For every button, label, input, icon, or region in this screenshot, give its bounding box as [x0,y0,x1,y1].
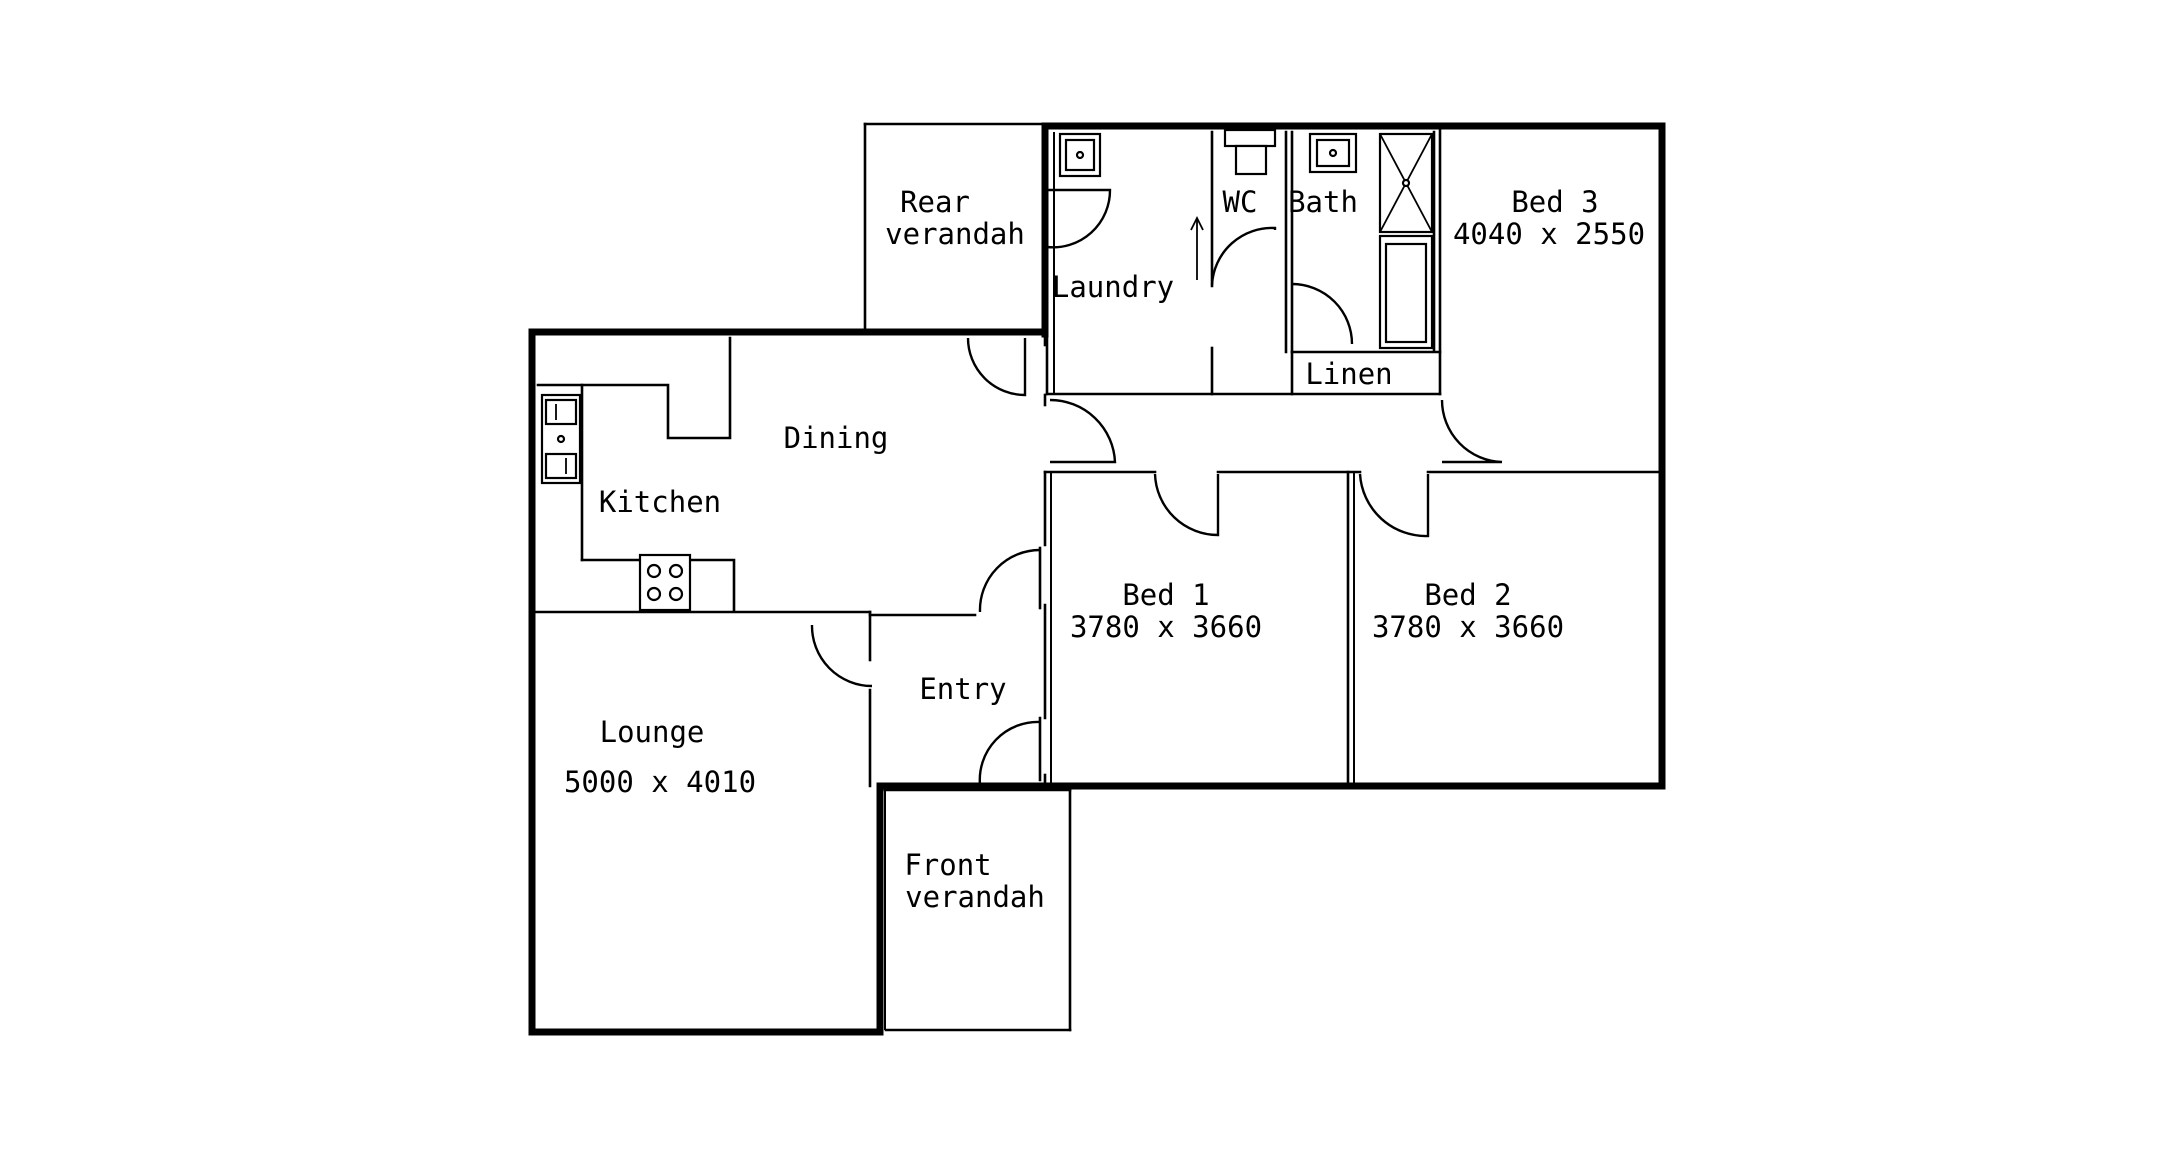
door-laundry-hall [1049,398,1117,464]
internal-walls [530,122,1664,1032]
door-bed3 [1440,399,1503,464]
door-rear-dining [966,337,1027,397]
door-bath [1291,282,1354,345]
cooktop-icon [638,553,692,612]
doors [810,188,1503,786]
fixtures [540,128,1434,612]
laundry-label: Laundry [1052,270,1174,304]
bed1-size: 3780 x 3660 [1070,610,1262,644]
room-labels: Rear verandah Laundry WC Bath Linen Bed … [564,185,1645,914]
linen-label: Linen [1305,357,1392,391]
toilet-icon [1223,128,1277,148]
bath-label: Bath [1288,185,1358,219]
external-walls [528,122,1666,1036]
door-laundry-outer [1046,188,1112,249]
door-wc [1210,226,1277,286]
lounge-size: 5000 x 4010 [564,765,756,799]
bed3-name: Bed 3 [1511,185,1598,219]
rear-verandah-label-2: verandah [885,217,1025,251]
door-front [978,720,1041,786]
bed2-name: Bed 2 [1424,578,1511,612]
bed2-size: 3780 x 3660 [1372,610,1564,644]
rear-verandah-label-1: Rear [900,185,970,219]
door-lounge [810,624,873,688]
bed3-size: 4040 x 2550 [1453,217,1645,251]
door-entry-dining [978,548,1041,613]
front-verandah-label-2: verandah [905,880,1045,914]
front-verandah-label-1: Front [904,848,991,882]
lounge-name: Lounge [600,715,705,749]
kitchen-label: Kitchen [599,485,721,519]
dining-label: Dining [784,421,889,455]
entry-label: Entry [919,672,1006,706]
door-bed1 [1153,473,1220,537]
wc-label: WC [1223,185,1258,219]
door-bed2 [1358,473,1430,538]
bed1-name: Bed 1 [1122,578,1209,612]
